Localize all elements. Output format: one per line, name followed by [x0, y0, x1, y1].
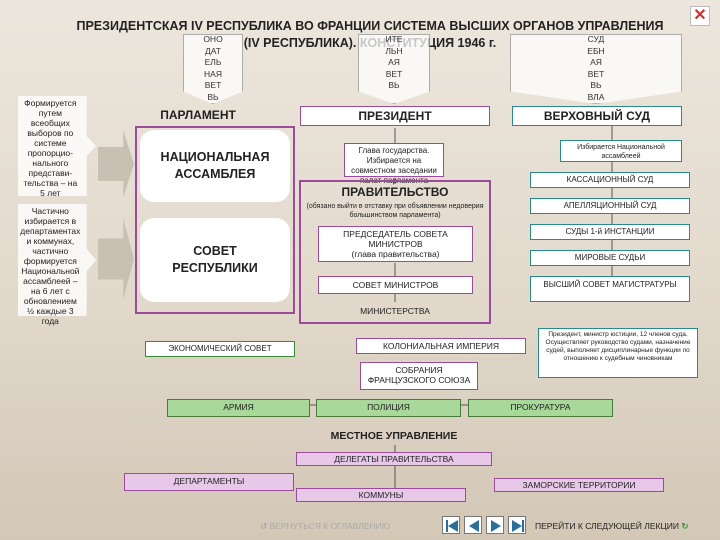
council-formation-text: Частично избирается в департаментах и ко…: [20, 206, 81, 326]
next-lecture-link[interactable]: ПЕРЕЙТИ К СЛЕДУЮЩЕЙ ЛЕКЦИИ ↻: [535, 518, 715, 534]
supreme-court-header: ВЕРХОВНЫЙ СУД: [512, 106, 682, 126]
colonial-empire-box: КОЛОНИАЛЬНАЯ ИМПЕРИЯ: [356, 338, 526, 354]
back-to-toc-label: ВЕРНУТЬСЯ К ОГЛАВЛЕНИЮ: [269, 521, 391, 531]
first-slide-icon: [446, 520, 458, 532]
high-council-note: Президент, министр юстиции, 12 членов су…: [538, 328, 698, 378]
close-icon: ✕: [693, 7, 707, 24]
next-slide-button[interactable]: [486, 516, 504, 534]
high-council-box: ВЫСШИЙ СОВЕТ МАГИСТРАТУРЫ: [530, 276, 690, 302]
prev-slide-icon: [469, 520, 479, 532]
magistrates-box: МИРОВЫЕ СУДЬИ: [530, 250, 690, 266]
last-slide-button[interactable]: [508, 516, 526, 534]
next-slide-icon: [491, 520, 501, 532]
government-note: (обязано выйти в отставку при объявлении…: [306, 203, 484, 219]
gov-delegates-box: ДЕЛЕГАТЫ ПРАВИТЕЛЬСТВА: [296, 452, 492, 466]
return-arrow-icon: ↺: [260, 521, 270, 531]
french-union-box: СОБРАНИЯ ФРАНЦУЗСКОГО СОЮЗА: [360, 362, 478, 390]
column-right-text: СУД ЕБН АЯ ВЕТ ВЬ ВЛА: [587, 34, 605, 102]
last-slide-icon: [512, 520, 524, 532]
government-header: ПРАВИТЕЛЬСТВО: [341, 185, 449, 199]
president-header: ПРЕЗИДЕНТ: [300, 106, 490, 126]
assembly-formation-note: Формируется путем всеобщих выборов по си…: [18, 96, 96, 198]
parliament-header: ПАРЛАМЕНТ: [160, 108, 236, 122]
cassation-court-box: КАССАЦИОННЫЙ СУД: [530, 172, 690, 188]
elected-by-note: Избирается Национальной ассамблеей: [560, 140, 682, 162]
council-republic-box: СОВЕТ РЕСПУБЛИКИ: [140, 218, 290, 302]
president-note: Глава государства. Избирается на совмест…: [344, 143, 444, 185]
army-box: АРМИЯ: [167, 399, 310, 417]
column-arrow-right: СУД ЕБН АЯ ВЕТ ВЬ ВЛА: [510, 34, 682, 104]
parliament-frame: [135, 126, 295, 314]
local-government-header: МЕСТНОЕ УПРАВЛЕНИЕ: [330, 430, 458, 442]
close-button[interactable]: ✕: [690, 6, 710, 26]
next-arrow-icon: ↻: [678, 521, 689, 531]
departments-box: ДЕПАРТАМЕНТЫ: [124, 473, 294, 491]
council-ministers-box: СОВЕТ МИНИСТРОВ: [318, 276, 473, 294]
assembly-arrow-icon: [98, 130, 134, 198]
first-instance-courts-box: СУДЫ 1-й ИНСТАНЦИИ: [530, 224, 690, 240]
column-arrow-left: ОНО ДАТ ЕЛЬ НАЯ ВЕТ ВЬ: [183, 34, 243, 104]
council-formation-note: Частично избирается в департаментах и ко…: [18, 204, 96, 326]
communes-box: КОММУНЫ: [296, 488, 466, 502]
first-slide-button[interactable]: [442, 516, 460, 534]
council-arrow-icon: [98, 218, 134, 300]
appeal-court-box: АПЕЛЛЯЦИОННЫЙ СУД: [530, 198, 690, 214]
column-middle-text: ИТЕ ЛЬН АЯ ВЕТ ВЬ: [385, 34, 403, 90]
column-arrow-middle: ИТЕ ЛЬН АЯ ВЕТ ВЬ: [358, 34, 430, 104]
column-left-text: ОНО ДАТ ЕЛЬ НАЯ ВЕТ ВЬ: [203, 34, 223, 102]
next-lecture-label: ПЕРЕЙТИ К СЛЕДУЮЩЕЙ ЛЕКЦИИ: [535, 521, 679, 531]
chairman-box: ПРЕДСЕДАТЕЛЬ СОВЕТА МИНИСТРОВ (глава пра…: [318, 226, 473, 262]
economic-council-box: ЭКОНОМИЧЕСКИЙ СОВЕТ: [145, 341, 295, 357]
title-line-1: ПРЕЗИДЕНТСКАЯ IV РЕСПУБЛИКА ВО ФРАНЦИИ С…: [76, 19, 664, 33]
prosecution-box: ПРОКУРАТУРА: [468, 399, 613, 417]
overseas-territories-box: ЗАМОРСКИЕ ТЕРРИТОРИИ: [494, 478, 664, 492]
national-assembly-box: НАЦИОНАЛЬНАЯ АССАМБЛЕЯ: [140, 130, 290, 202]
prev-slide-button[interactable]: [464, 516, 482, 534]
assembly-formation-text: Формируется путем всеобщих выборов по си…: [23, 98, 78, 198]
back-to-toc-link[interactable]: ↺ ВЕРНУТЬСЯ К ОГЛАВЛЕНИЮ: [260, 518, 435, 534]
government-frame: [299, 180, 491, 324]
police-box: ПОЛИЦИЯ: [316, 399, 461, 417]
ministries-label: МИНИСТЕРСТВА: [360, 306, 430, 316]
